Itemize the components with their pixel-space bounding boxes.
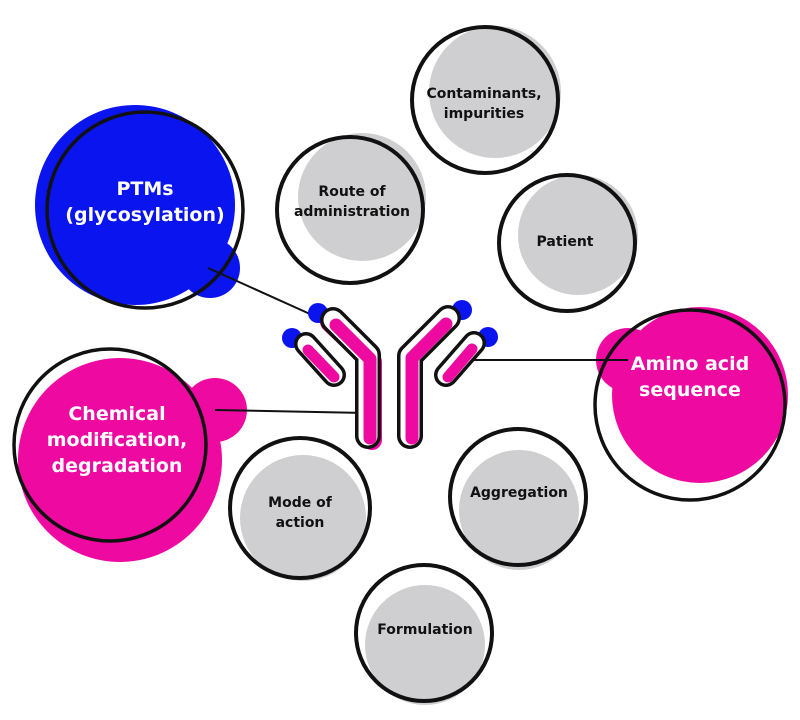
highlight-label-chemical-line3: degradation [52, 455, 183, 477]
highlight-bubble-ptms: PTMs (glycosylation) [35, 105, 245, 310]
antibody-icon [282, 300, 498, 450]
factor-label-aggregation: Aggregation [470, 485, 568, 501]
factor-label-formulation: Formulation [377, 622, 472, 638]
highlight-label-chemical-line1: Chemical [68, 403, 165, 425]
factor-label-contaminants-line1: Contaminants, [426, 86, 541, 102]
factor-bubble-aggregation: Aggregation [448, 427, 588, 570]
factor-bubble-formulation: Formulation [354, 563, 494, 705]
factor-label-route-line1: Route of [318, 184, 386, 200]
factor-label-patient: Patient [537, 234, 594, 250]
connector-ptms [207, 267, 311, 315]
highlight-label-amino-acid-line2: sequence [639, 379, 741, 401]
factor-bubble-mode: Mode of action [228, 436, 372, 581]
highlight-label-chemical-line2: modification, [47, 429, 188, 451]
factor-label-contaminants-line2: impurities [444, 106, 524, 122]
highlight-label-ptms-line2: (glycosylation) [65, 204, 224, 226]
factor-label-mode-line2: action [276, 515, 325, 531]
highlight-label-amino-acid-line1: Amino acid [631, 353, 749, 375]
connector-chemical [214, 409, 367, 414]
factor-label-route-line2: administration [294, 204, 410, 220]
highlight-bubble-chemical: Chemical modification, degradation [12, 347, 247, 562]
factor-bubble-route: Route of administration [275, 133, 426, 285]
factor-label-mode-line1: Mode of [268, 495, 333, 511]
factor-bubble-patient: Patient [497, 173, 638, 313]
highlight-bubble-amino-acid: Amino acid sequence [593, 307, 788, 502]
highlight-label-ptms-line1: PTMs [116, 178, 173, 200]
factor-bubble-contaminants: Contaminants, impurities [410, 25, 561, 175]
